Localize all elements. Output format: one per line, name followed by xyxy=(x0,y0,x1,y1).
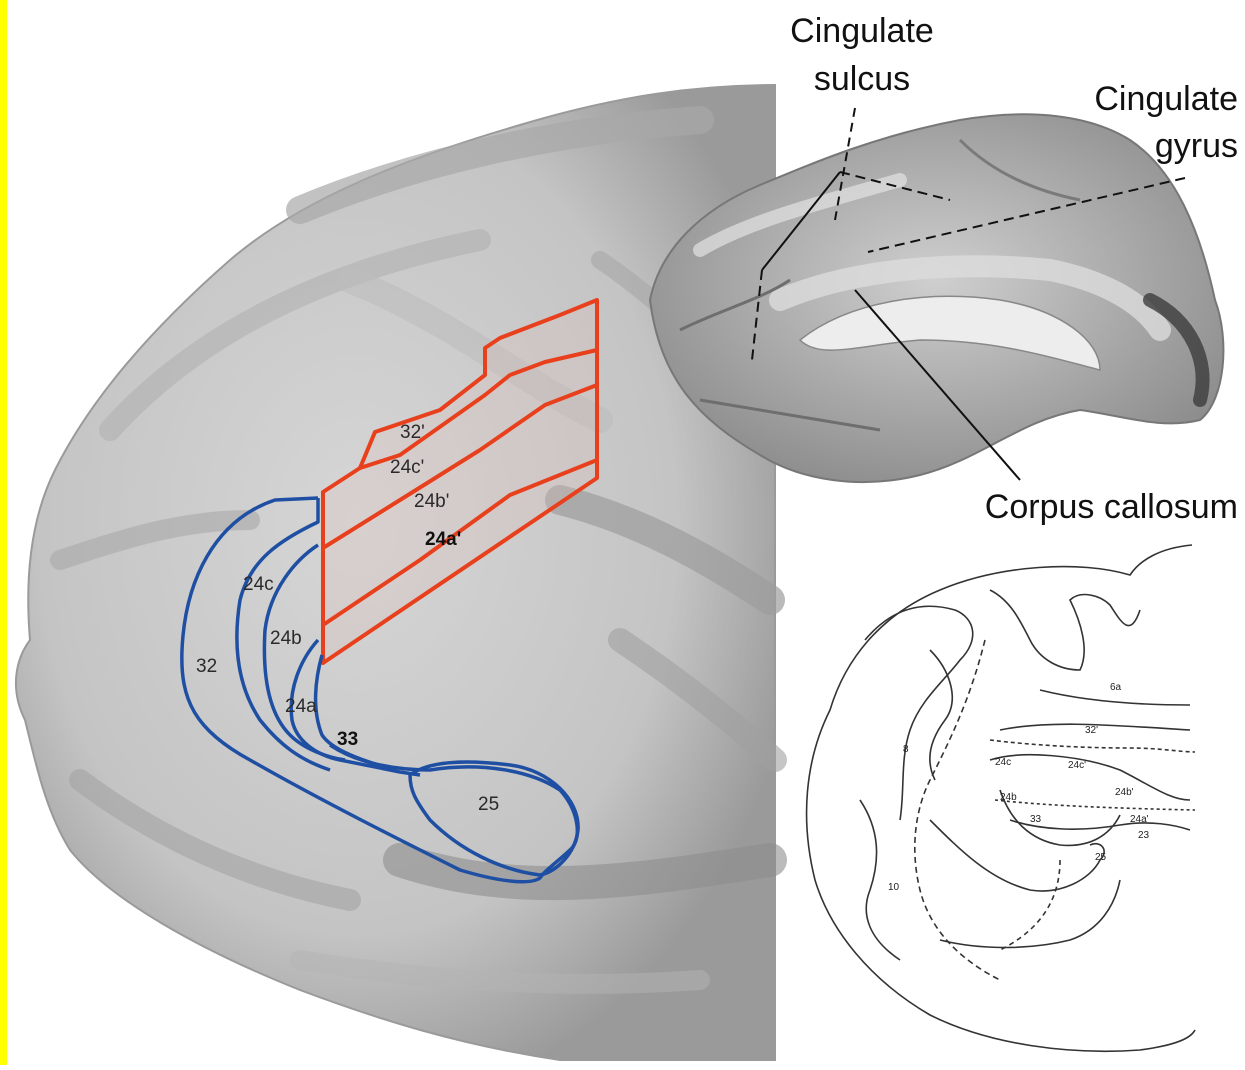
section-label-24ap: 24a' xyxy=(1130,814,1149,825)
section-inner-fold-1 xyxy=(865,606,973,820)
area-label-24c: 24c xyxy=(243,574,274,595)
section-label-33: 33 xyxy=(1030,814,1042,825)
left-border-strip xyxy=(0,0,7,1065)
section-dashed-boundary-4 xyxy=(1000,860,1060,950)
section-labels: 6a 32' 24c 24c' 24b 24b' 24a' 33 23 25 1… xyxy=(888,682,1150,893)
section-label-25: 25 xyxy=(1095,852,1107,863)
area-label-24ap: 24a' xyxy=(425,529,461,550)
section-inner-fold-6 xyxy=(990,755,1190,800)
area-label-24cp: 24c' xyxy=(390,457,424,478)
section-label-24c: 24c xyxy=(995,757,1011,768)
section-inner-fold-10 xyxy=(930,820,1104,891)
section-label-6a: 6a xyxy=(1110,682,1122,693)
label-cingulate-gyrus-1: Cingulate xyxy=(1094,80,1238,118)
section-dashed-boundary-2 xyxy=(990,740,1195,752)
area-label-25: 25 xyxy=(478,794,499,815)
section-label-10: 10 xyxy=(888,882,900,893)
area-label-24a: 24a xyxy=(285,696,317,717)
label-corpus-callosum: Corpus callosum xyxy=(985,488,1238,526)
section-label-32p: 32' xyxy=(1085,725,1098,736)
section-label-24b: 24b xyxy=(1000,792,1017,803)
section-inner-fold-2 xyxy=(990,590,1140,670)
label-cingulate-gyrus-2: gyrus xyxy=(1155,127,1238,165)
area-label-32p: 32' xyxy=(400,422,425,443)
label-cingulate-sulcus-2: sulcus xyxy=(814,60,910,98)
section-dashed-boundary-1 xyxy=(915,640,1000,980)
section-label-24cp: 24c' xyxy=(1068,760,1086,771)
area-label-24bp: 24b' xyxy=(414,491,449,512)
section-label-23: 23 xyxy=(1138,830,1150,841)
label-cingulate-sulcus-1: Cingulate xyxy=(790,12,934,50)
section-inner-fold-7 xyxy=(1000,790,1120,845)
section-dashed-boundary-3 xyxy=(995,800,1195,810)
area-label-33: 33 xyxy=(337,729,358,750)
section-inner-fold-9 xyxy=(860,800,900,960)
section-label-8: 8 xyxy=(903,744,909,755)
section-inner-fold-3 xyxy=(930,650,952,780)
area-label-24b: 24b xyxy=(270,628,302,649)
section-label-24bp: 24b' xyxy=(1115,787,1134,798)
area-label-32: 32 xyxy=(196,656,217,677)
